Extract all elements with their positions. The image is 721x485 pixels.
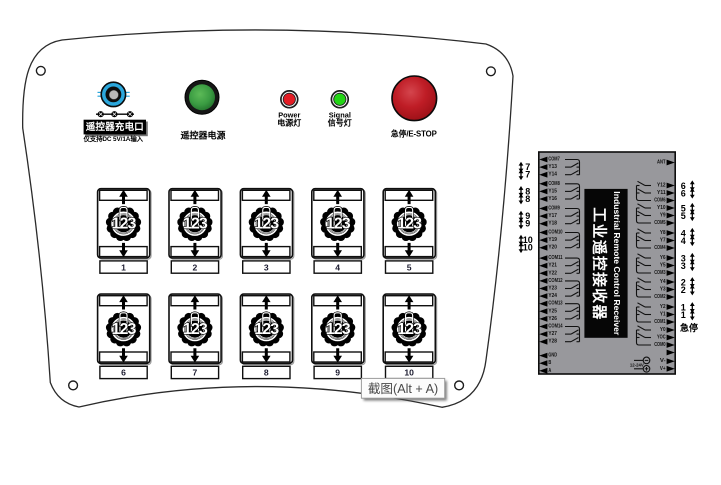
svg-text:B: B bbox=[548, 360, 551, 366]
svg-text:2: 2 bbox=[193, 262, 198, 272]
svg-text:COM3: COM3 bbox=[654, 270, 666, 276]
svg-text:1: 1 bbox=[681, 310, 686, 320]
svg-text:Y9: Y9 bbox=[660, 213, 666, 219]
svg-text:COM1: COM1 bbox=[654, 319, 666, 325]
svg-text:COM2: COM2 bbox=[654, 294, 665, 300]
svg-text:9: 9 bbox=[335, 368, 340, 378]
svg-text:Y1: Y1 bbox=[660, 312, 666, 318]
svg-text:急停/E-STOP: 急停/E-STOP bbox=[391, 129, 437, 139]
svg-text:3: 3 bbox=[681, 253, 686, 263]
svg-text:Y18: Y18 bbox=[548, 221, 557, 227]
svg-text:Y23: Y23 bbox=[548, 286, 557, 292]
svg-text:COM12: COM12 bbox=[548, 278, 562, 284]
svg-text:COM11: COM11 bbox=[548, 255, 563, 261]
svg-text:Y14: Y14 bbox=[548, 172, 557, 178]
svg-text:7: 7 bbox=[525, 170, 530, 180]
svg-text:Y21: Y21 bbox=[548, 263, 557, 269]
svg-text:V-: V- bbox=[660, 358, 666, 364]
svg-text:Y7: Y7 bbox=[660, 238, 666, 244]
svg-text:7: 7 bbox=[193, 368, 198, 378]
svg-text:Y27: Y27 bbox=[548, 331, 557, 337]
svg-text:COM8: COM8 bbox=[548, 181, 560, 187]
svg-text:COM10: COM10 bbox=[548, 230, 562, 236]
svg-text:Y19: Y19 bbox=[548, 237, 557, 243]
svg-text:YOC: YOC bbox=[657, 335, 666, 341]
svg-text:ANT: ANT bbox=[657, 160, 666, 166]
svg-text:COM0: COM0 bbox=[654, 342, 665, 348]
svg-text:GND: GND bbox=[548, 353, 557, 359]
svg-text:COM6: COM6 bbox=[654, 198, 666, 204]
svg-text:6: 6 bbox=[681, 188, 686, 198]
svg-text:10: 10 bbox=[523, 235, 533, 245]
svg-text:Y17: Y17 bbox=[548, 213, 557, 219]
svg-text:Y2: Y2 bbox=[660, 304, 666, 310]
svg-text:Y24: Y24 bbox=[548, 293, 557, 299]
svg-text:COM9: COM9 bbox=[548, 206, 560, 212]
svg-text:8: 8 bbox=[525, 194, 530, 204]
svg-text:10: 10 bbox=[523, 243, 533, 253]
svg-text:8: 8 bbox=[264, 368, 269, 378]
svg-text:4: 4 bbox=[335, 262, 340, 272]
svg-text:COM13: COM13 bbox=[548, 301, 563, 307]
svg-text:Y15: Y15 bbox=[548, 188, 557, 194]
svg-text:5: 5 bbox=[407, 262, 412, 272]
svg-text:COM5: COM5 bbox=[654, 220, 666, 226]
svg-text:1: 1 bbox=[121, 262, 126, 272]
svg-text:COM14: COM14 bbox=[548, 324, 563, 330]
svg-text:Y22: Y22 bbox=[548, 270, 557, 276]
svg-text:10: 10 bbox=[404, 368, 414, 378]
svg-text:工业遥控接收器: 工业遥控接收器 bbox=[591, 207, 609, 320]
svg-text:2: 2 bbox=[681, 278, 686, 288]
svg-text:信号灯: 信号灯 bbox=[328, 117, 352, 127]
svg-text:5: 5 bbox=[681, 203, 686, 213]
svg-text:Y28: Y28 bbox=[548, 339, 557, 345]
svg-text:9: 9 bbox=[525, 219, 530, 229]
svg-text:3: 3 bbox=[264, 262, 269, 272]
svg-text:遥控器电源: 遥控器电源 bbox=[180, 129, 225, 140]
svg-text:6: 6 bbox=[121, 368, 126, 378]
svg-text:Y16: Y16 bbox=[548, 196, 557, 202]
svg-text:V+: V+ bbox=[660, 366, 666, 372]
svg-text:急停: 急停 bbox=[680, 322, 698, 333]
svg-text:8: 8 bbox=[525, 186, 530, 196]
svg-text:Industrial Remote Control Rece: Industrial Remote Control Receiver bbox=[612, 191, 622, 336]
svg-text:6: 6 bbox=[681, 181, 686, 191]
svg-text:Y20: Y20 bbox=[548, 245, 557, 251]
svg-text:4: 4 bbox=[681, 228, 686, 238]
svg-text:Y6: Y6 bbox=[660, 255, 666, 261]
svg-text:5: 5 bbox=[681, 211, 686, 221]
svg-text:Y0: Y0 bbox=[660, 327, 666, 333]
svg-text:12-24V: 12-24V bbox=[630, 362, 644, 367]
svg-text:7: 7 bbox=[525, 162, 530, 172]
svg-text:Power: Power bbox=[278, 110, 300, 119]
svg-text:Y13: Y13 bbox=[548, 164, 557, 170]
svg-text:4: 4 bbox=[681, 236, 686, 246]
svg-text:COM7: COM7 bbox=[548, 157, 559, 163]
svg-text:Signal: Signal bbox=[329, 110, 351, 119]
svg-text:Y8: Y8 bbox=[660, 230, 666, 236]
svg-text:Y5: Y5 bbox=[660, 263, 666, 269]
svg-text:Y26: Y26 bbox=[548, 316, 557, 322]
svg-text:Y11: Y11 bbox=[657, 190, 666, 196]
svg-text:3: 3 bbox=[681, 261, 686, 271]
svg-text:Y12: Y12 bbox=[657, 183, 666, 189]
svg-text:2: 2 bbox=[681, 285, 686, 295]
svg-text:截图(Alt + A): 截图(Alt + A) bbox=[368, 382, 438, 396]
svg-text:Y3: Y3 bbox=[660, 287, 666, 293]
svg-text:Y4: Y4 bbox=[660, 279, 666, 285]
svg-text:A: A bbox=[548, 368, 551, 374]
svg-text:遥控器充电口: 遥控器充电口 bbox=[86, 121, 144, 133]
svg-text:Y25: Y25 bbox=[548, 308, 557, 314]
svg-text:仅支持DC 5V/1A输入: 仅支持DC 5V/1A输入 bbox=[82, 134, 143, 143]
svg-text:电源灯: 电源灯 bbox=[277, 117, 301, 127]
svg-text:9: 9 bbox=[525, 211, 530, 221]
svg-text:COM4: COM4 bbox=[654, 245, 666, 251]
svg-text:1: 1 bbox=[681, 303, 686, 313]
svg-text:Y10: Y10 bbox=[657, 205, 666, 211]
